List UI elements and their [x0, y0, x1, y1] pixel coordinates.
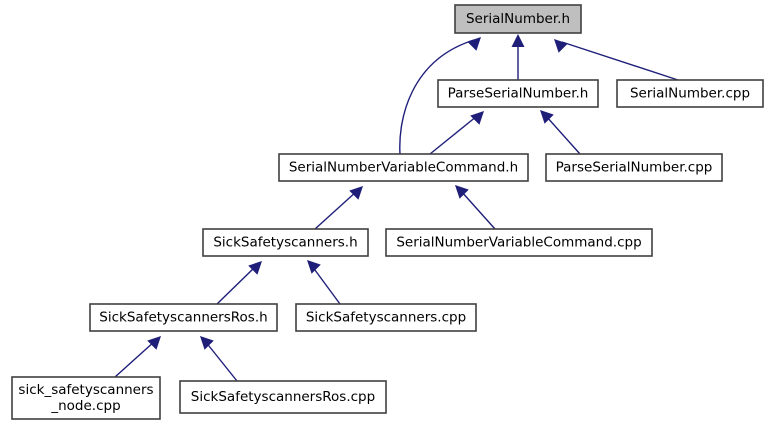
edge-arrowhead — [554, 39, 568, 53]
edge-line — [314, 190, 358, 230]
graph-node-parseserialnumber_cpp[interactable]: ParseSerialNumber.cpp — [545, 153, 723, 182]
edge-arrowhead — [467, 37, 481, 51]
edge-line — [460, 190, 496, 230]
node-label: SickSafetyscanners.cpp — [306, 310, 466, 326]
edge-line — [204, 340, 238, 382]
graph-edge — [216, 261, 262, 305]
graph-edge — [455, 185, 496, 230]
edge-line — [561, 41, 679, 81]
node-label: SerialNumber.cpp — [630, 86, 750, 102]
node-box[interactable] — [616, 79, 764, 108]
graph-edge — [200, 336, 238, 382]
graph-node-sick_safetyscanners_node_cpp[interactable]: sick_safetyscanners_node.cpp — [11, 376, 161, 420]
node-label: SerialNumberVariableCommand.cpp — [396, 235, 641, 251]
edge-arrowhead — [147, 336, 161, 350]
node-label: SickSafetyscanners.h — [213, 235, 357, 251]
node-label: SerialNumber.h — [466, 11, 570, 27]
graph-node-parseserialnumber_h[interactable]: ParseSerialNumber.h — [437, 79, 599, 108]
node-label: SerialNumberVariableCommand.h — [289, 160, 518, 176]
graph-edge — [114, 336, 161, 378]
node-label: _node.cpp — [50, 398, 120, 414]
graph-edge — [540, 110, 581, 155]
graph-node-serialnumbervariablecommand_cpp[interactable]: SerialNumberVariableCommand.cpp — [385, 228, 653, 257]
graph-edge — [429, 111, 484, 155]
graph-edge — [399, 37, 481, 155]
edge-arrowhead — [248, 261, 262, 275]
node-label: SickSafetyscannersRos.cpp — [191, 389, 375, 405]
edge-arrowhead — [511, 34, 525, 47]
graph-node-sicksafetyscanners_cpp[interactable]: SickSafetyscanners.cpp — [295, 303, 477, 332]
graph-node-sicksafetyscanners_h[interactable]: SickSafetyscanners.h — [202, 228, 369, 257]
graph-node-serialnumber_h[interactable]: SerialNumber.h — [454, 4, 582, 34]
node-label: ParseSerialNumber.h — [448, 86, 589, 102]
node-box[interactable] — [11, 376, 161, 420]
graph-node-sicksafetyscannersros_h[interactable]: SickSafetyscannersRos.h — [89, 303, 278, 332]
node-label: sick_safetyscanners — [18, 382, 153, 398]
node-box[interactable] — [179, 380, 387, 414]
edge-line — [429, 115, 478, 155]
graph-edge — [511, 34, 525, 80]
node-box[interactable] — [545, 153, 723, 182]
graph-node-sicksafetyscannersros_cpp[interactable]: SickSafetyscannersRos.cpp — [179, 380, 387, 414]
edge-arrowhead — [455, 185, 469, 199]
graph-node-serialnumber_cpp[interactable]: SerialNumber.cpp — [616, 79, 764, 108]
edge-arrowhead — [200, 336, 214, 350]
edge-line — [311, 265, 341, 305]
graph-edges-layer — [114, 34, 679, 382]
node-box[interactable] — [89, 303, 278, 332]
graph-edge — [314, 186, 363, 230]
edge-arrowhead — [540, 110, 554, 124]
edge-arrowhead — [470, 111, 484, 125]
edge-line — [545, 115, 581, 155]
node-box[interactable] — [278, 153, 529, 182]
node-box[interactable] — [295, 303, 477, 332]
edge-line — [216, 265, 257, 305]
node-label: ParseSerialNumber.cpp — [556, 160, 713, 176]
node-box[interactable] — [437, 79, 599, 108]
graph-node-serialnumbervariablecommand_h[interactable]: SerialNumberVariableCommand.h — [278, 153, 529, 182]
edge-arrowhead — [307, 260, 321, 274]
graph-edge — [554, 39, 679, 81]
graph-edge — [307, 260, 341, 305]
node-box[interactable] — [202, 228, 369, 257]
node-box[interactable] — [454, 4, 582, 34]
edge-line — [399, 39, 475, 155]
node-box[interactable] — [385, 228, 653, 257]
edge-arrowhead — [349, 186, 363, 200]
edge-line — [114, 340, 156, 378]
node-label: SickSafetyscannersRos.h — [99, 310, 267, 326]
